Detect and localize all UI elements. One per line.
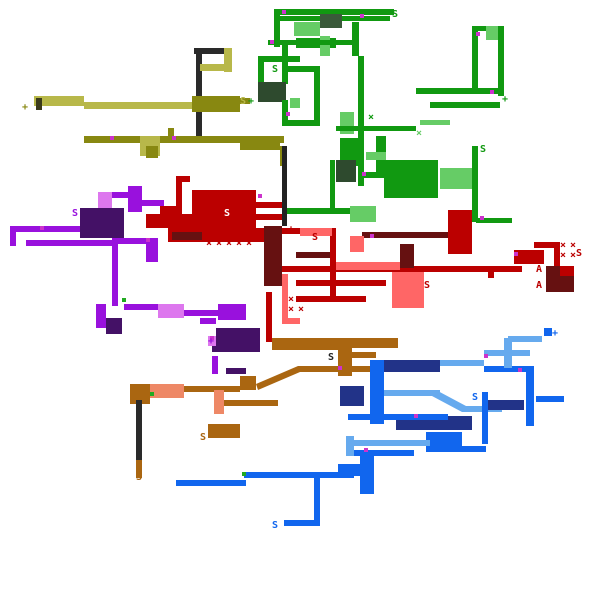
purple-region: [10, 186, 260, 374]
cross-marker: ×: [216, 238, 222, 249]
save-point-label: S: [424, 280, 430, 291]
save-point-label: S: [224, 208, 230, 219]
cross-marker: ×: [368, 112, 374, 123]
cross-marker: ×: [298, 294, 304, 305]
cross-marker: ×: [288, 304, 294, 315]
cross-marker: ×: [226, 238, 232, 249]
plus-marker: +: [208, 336, 214, 347]
save-point-label: S: [272, 520, 278, 531]
plus-marker: +: [552, 328, 558, 339]
cross-marker: ×: [570, 240, 576, 251]
red-region: [146, 146, 574, 302]
cross-marker: ×: [560, 250, 566, 261]
boss-marker-label: A: [536, 280, 542, 291]
save-points: S S S S S S S S S S S S S S: [72, 9, 582, 531]
save-point-label: S: [240, 96, 246, 107]
plus-marker: +: [248, 96, 254, 107]
cross-marker: ×: [236, 238, 242, 249]
cross-marker: ×: [570, 250, 576, 261]
cross-marker: ×: [288, 294, 294, 305]
boss-markers: A A: [536, 264, 542, 291]
save-point-label: S: [72, 208, 78, 219]
boss-marker-label: A: [536, 264, 542, 275]
green-region: [258, 9, 512, 223]
save-point-label: S: [328, 352, 334, 363]
save-point-label: S: [392, 9, 398, 20]
olive-region: [34, 48, 286, 166]
blue-region: [176, 328, 564, 526]
salmon-region: [282, 228, 424, 324]
save-point-label: S: [472, 392, 478, 403]
save-point-label: S: [136, 472, 142, 483]
save-point-label: S: [576, 248, 582, 259]
cross-marker: ×: [298, 304, 304, 315]
cross-marker: ×: [246, 238, 252, 249]
cross-markers: × × × × × × × × × × × × × × ×: [206, 112, 576, 315]
save-point-label: S: [480, 144, 486, 155]
cross-marker: ×: [416, 128, 422, 139]
plus-marker: +: [502, 94, 508, 105]
plus-marker: +: [288, 224, 294, 235]
door-markers: [40, 10, 522, 476]
save-point-label: S: [272, 64, 278, 75]
save-point-label: S: [200, 432, 206, 443]
orange-region: [130, 292, 398, 478]
cross-marker: ×: [560, 240, 566, 251]
save-point-label: S: [312, 232, 318, 243]
plus-marker: +: [22, 102, 28, 113]
item-markers: + + + + + +: [22, 94, 558, 347]
cross-marker: ×: [206, 238, 212, 249]
